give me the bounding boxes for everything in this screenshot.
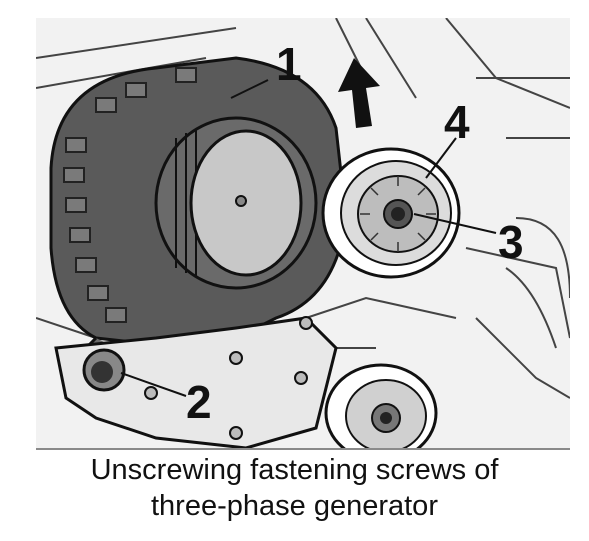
upward-arrow-icon [338,58,380,128]
engine-block-lines [36,18,570,399]
callout-1: 1 [276,38,302,90]
callout-4: 4 [444,96,470,148]
mounting-bracket [54,316,338,448]
leader-lines [120,79,497,397]
callout-3: 3 [498,216,524,268]
callout-2: 2 [186,376,212,428]
caption-line-1: Unscrewing fastening screws of [90,454,499,486]
tensioner-pulley [321,147,461,279]
lower-fastening-screw [82,348,126,392]
pulley-screw [391,207,405,221]
caption-line-2: three-phase generator [151,490,438,522]
lower-pulley [324,363,438,448]
generator-pulley [154,116,318,290]
figure-caption: Unscrewing fastening screws of three-pha… [0,452,589,524]
illustration: 1 4 3 2 [36,18,570,450]
exploded-view-drawing: 1 4 3 2 [36,18,570,448]
